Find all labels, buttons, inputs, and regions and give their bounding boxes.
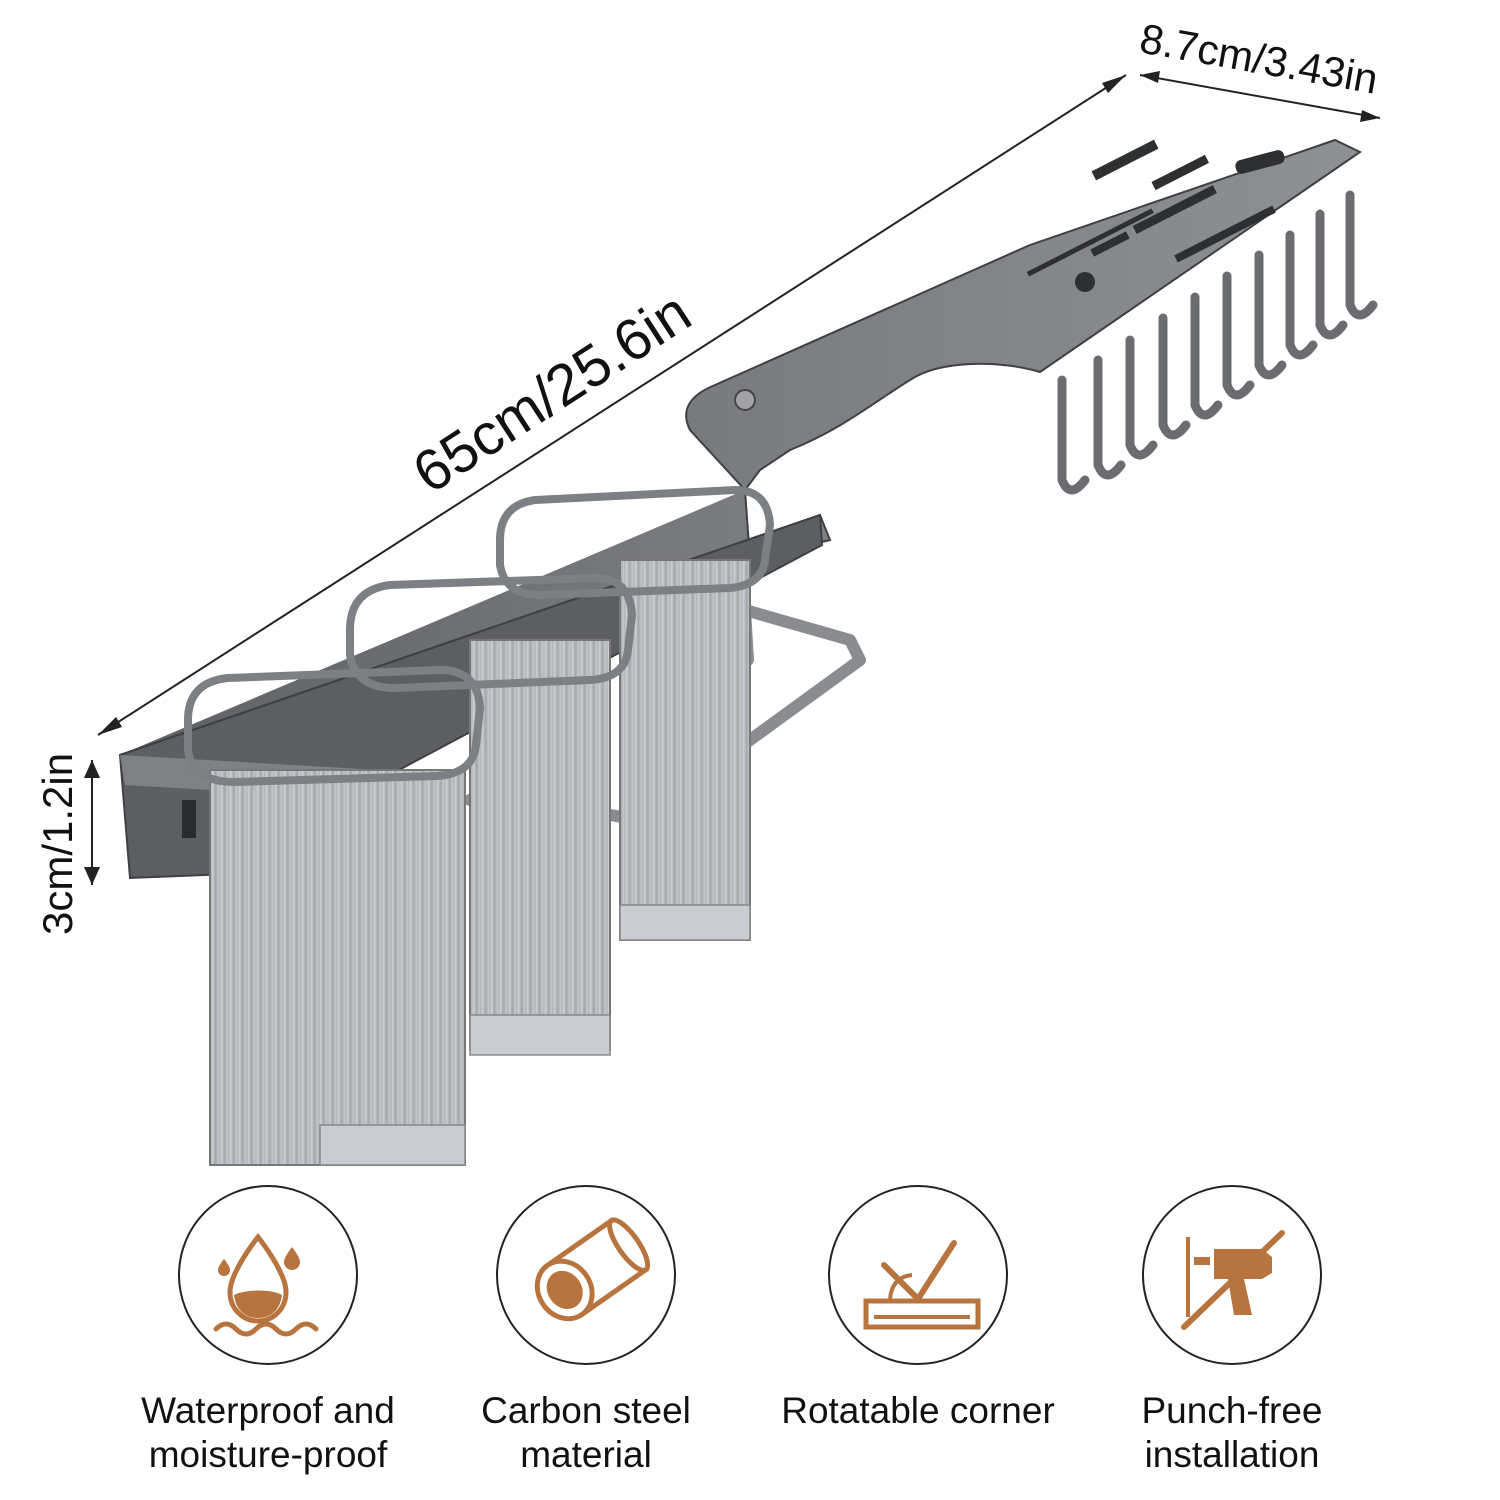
feature-icon-circle	[828, 1185, 1008, 1365]
feature-label: Carbon steel material	[436, 1389, 736, 1477]
feature-label-line: Waterproof and	[141, 1390, 395, 1431]
feature-label-line: Punch-free	[1141, 1390, 1323, 1431]
feature-list: Waterproof and moisture-proof Carbon ste…	[0, 1185, 1500, 1500]
knife-slots	[1026, 139, 1285, 292]
depth-dimension: 8.7cm/3.43in	[1136, 15, 1381, 122]
feature-label-line: Carbon steel	[481, 1390, 691, 1431]
feature-label: Rotatable corner	[768, 1389, 1068, 1433]
feature-rotatable-corner: Rotatable corner	[768, 1185, 1068, 1433]
feature-icon-circle	[178, 1185, 358, 1365]
feature-icon-circle	[1142, 1185, 1322, 1365]
mount-slot	[182, 800, 196, 838]
screw	[734, 389, 756, 411]
steel-pipe-icon	[534, 1217, 651, 1322]
feature-label-line: material	[520, 1434, 652, 1475]
feature-label-line: Rotatable corner	[781, 1390, 1055, 1431]
product-illustration: 65cm/25.6in 8.7cm/3.43in 3cm/1.2in	[34, 15, 1381, 1166]
feature-waterproof: Waterproof and moisture-proof	[118, 1185, 418, 1477]
feature-icon-circle	[496, 1185, 676, 1365]
feature-carbon-steel: Carbon steel material	[436, 1185, 736, 1477]
length-label: 65cm/25.6in	[402, 279, 702, 506]
hooks	[1057, 190, 1378, 495]
no-drill-icon	[1181, 1230, 1285, 1330]
feature-punch-free: Punch-free installation	[1082, 1185, 1382, 1477]
feature-label-line: moisture-proof	[148, 1434, 388, 1475]
utensil-cup	[184, 665, 485, 1166]
utensil-cups	[184, 485, 775, 1166]
height-dimension: 3cm/1.2in	[34, 753, 100, 935]
rotatable-corner-icon	[863, 1240, 981, 1330]
feature-label: Punch-free installation	[1082, 1389, 1382, 1477]
depth-label: 8.7cm/3.43in	[1136, 15, 1381, 103]
utensil-cup	[496, 485, 775, 941]
water-drop-icon	[213, 1232, 319, 1337]
utensil-cup	[346, 573, 637, 1056]
feature-label: Waterproof and moisture-proof	[118, 1389, 418, 1477]
feature-label-line: installation	[1144, 1434, 1320, 1475]
height-label: 3cm/1.2in	[34, 753, 81, 935]
